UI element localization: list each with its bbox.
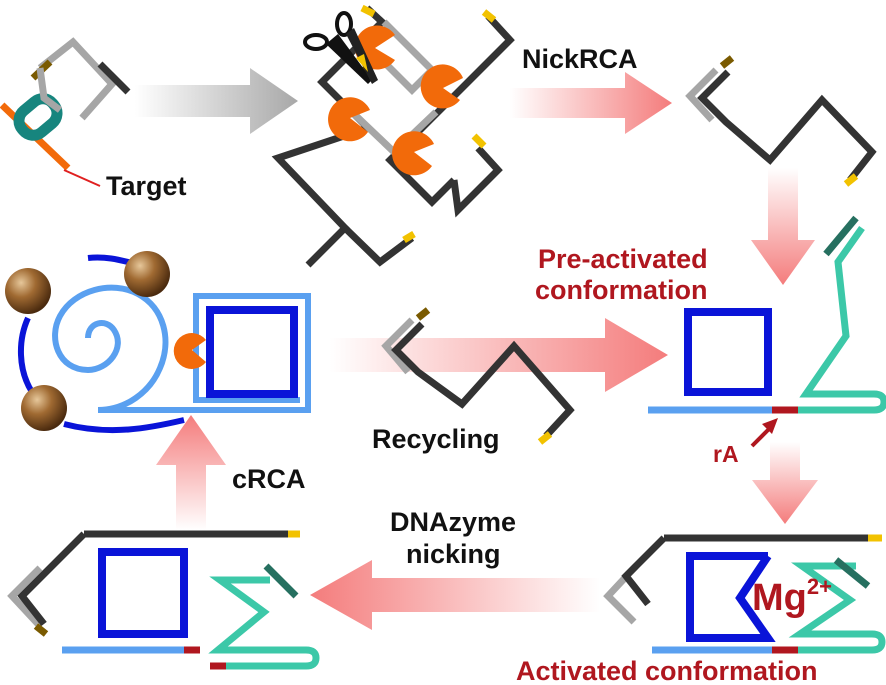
scissors-icon [303, 11, 378, 84]
nickrca-product-strand [685, 55, 877, 187]
activated-complex [603, 534, 886, 654]
arrow-pink-down-lower [752, 442, 818, 524]
mg-charge-text: 2+ [807, 574, 832, 599]
mg-ion-label: Mg2+ [752, 574, 832, 619]
target-label: Target [106, 171, 187, 201]
arrow-gray-right [135, 68, 298, 134]
nicked-product-complex [7, 530, 320, 670]
ra-pointer-arrow [750, 418, 778, 448]
arrow-pink-right-middle [330, 318, 668, 392]
dnazyme-label-line2: nicking [406, 539, 501, 569]
arrow-pink-left-bottom [310, 560, 600, 630]
pre-activated-label-line1: Pre-activated [538, 244, 708, 274]
nickrca-label: NickRCA [522, 44, 638, 74]
arrow-pink-up-left [156, 415, 226, 530]
pre-activated-complex [648, 215, 886, 414]
dnazyme-label-line1: DNAzyme [390, 507, 516, 537]
crca-label: cRCA [232, 464, 306, 494]
gold-nanoparticle-icon [5, 251, 170, 431]
enzyme-pacman-icon [328, 25, 463, 176]
crca-spiral-product [17, 254, 311, 434]
crca-enzyme-pacman-icon [173, 333, 206, 370]
arrow-pink-down-right [751, 168, 815, 285]
target-recognition-complex [0, 37, 131, 187]
arrow-pink-right-top [510, 72, 672, 134]
recycling-label: Recycling [372, 424, 500, 454]
recycling-strand [381, 307, 575, 445]
ra-label: rA [713, 441, 739, 467]
pre-activated-label-line2: conformation [535, 275, 708, 305]
mg-base-text: Mg [752, 577, 807, 619]
activated-label: Activated conformation [516, 656, 818, 685]
